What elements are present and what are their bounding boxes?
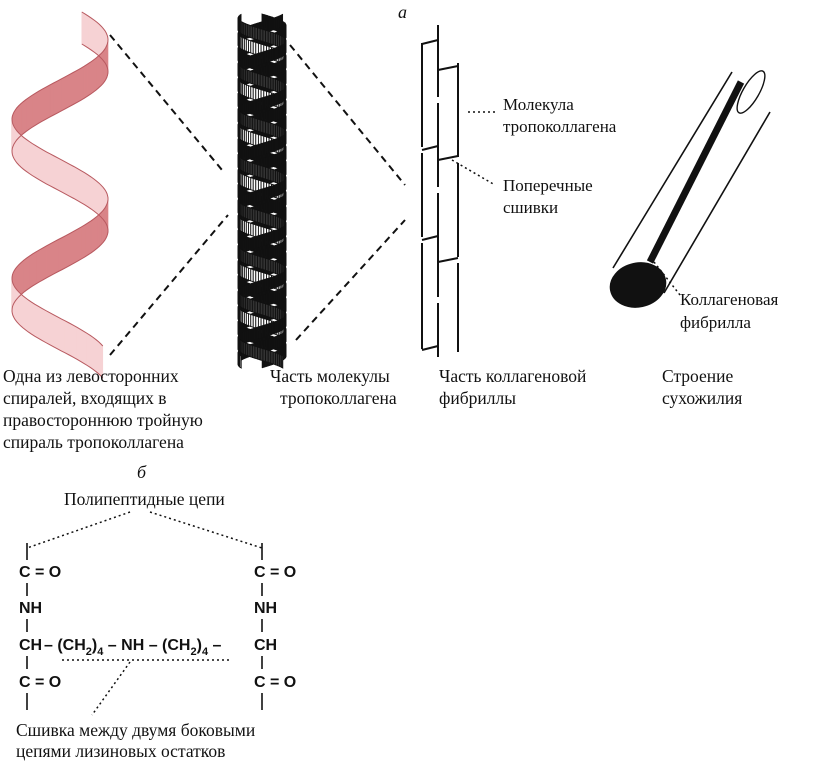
caption-single-helix-1: Одна из левосторонних — [3, 366, 179, 386]
left-carbonyl-top: C = O — [19, 564, 61, 581]
right-ch: CH — [254, 637, 277, 654]
crosslink-pointer — [62, 659, 232, 716]
left-carbonyl-bottom: C = O — [19, 674, 61, 691]
crosslink-caption-1: Сшивка между двумя боковыми — [16, 720, 255, 740]
caption-single-helix-2: спиралей, входящих в — [3, 388, 167, 408]
lysine-crosslink-bridge: – (CH2)4 – NH – (CH2)4 – — [44, 637, 222, 658]
panel-b-label: б — [137, 462, 147, 482]
caption-triple-helix-2: тропоколлагена — [280, 388, 397, 408]
caption-fibril-part-2: фибриллы — [439, 388, 516, 408]
left-chain: C = O NH CH C = O — [19, 543, 61, 710]
fibril-strand — [646, 80, 745, 264]
tendon-cross-section — [609, 262, 667, 308]
panel-a-label: а — [398, 2, 407, 22]
caption-single-helix-4: спираль тропоколлагена — [3, 432, 184, 452]
tendon-cylinder — [609, 70, 771, 308]
right-carbonyl-bottom: C = O — [254, 674, 296, 691]
collagen-fibril-part — [421, 25, 459, 357]
right-chain: C = O NH CH C = O — [254, 543, 296, 710]
caption-fibril-part-1: Часть коллагеновой — [439, 366, 586, 386]
polypeptide-chains-label: Полипептидные цепи — [64, 489, 225, 509]
crosslink-caption-2: цепями лизиновых остатков — [16, 741, 225, 761]
callout-crosslinks-line2: сшивки — [503, 198, 558, 217]
caption-tendon-1: Строение — [662, 366, 734, 386]
callout-line-fibril — [653, 261, 681, 296]
left-ch: CH — [19, 637, 42, 654]
right-carbonyl-top: C = O — [254, 564, 296, 581]
callout-crosslinks-line1: Поперечные — [503, 176, 593, 195]
caption-single-helix-3: правостороннюю тройную — [3, 410, 203, 430]
callout-line-crosslinks — [451, 159, 496, 186]
left-nh: NH — [19, 600, 42, 617]
callout-fibril-line1: Коллагеновая — [680, 290, 779, 309]
zoom-connector-1 — [109, 34, 229, 356]
caption-triple-helix-1: Часть молекулы — [270, 366, 390, 386]
callout-molecule-line2: тропоколлагена — [503, 117, 617, 136]
triple-helix-molecule — [237, 13, 287, 369]
zoom-connector-2 — [289, 44, 406, 341]
callout-fibril-line2: фибрилла — [680, 313, 751, 332]
callout-molecule-line1: Молекула — [503, 95, 574, 114]
right-nh: NH — [254, 600, 277, 617]
caption-tendon-2: сухожилия — [662, 388, 742, 408]
single-helix-ribbon — [11, 11, 109, 379]
polypeptide-pointers — [26, 511, 263, 549]
